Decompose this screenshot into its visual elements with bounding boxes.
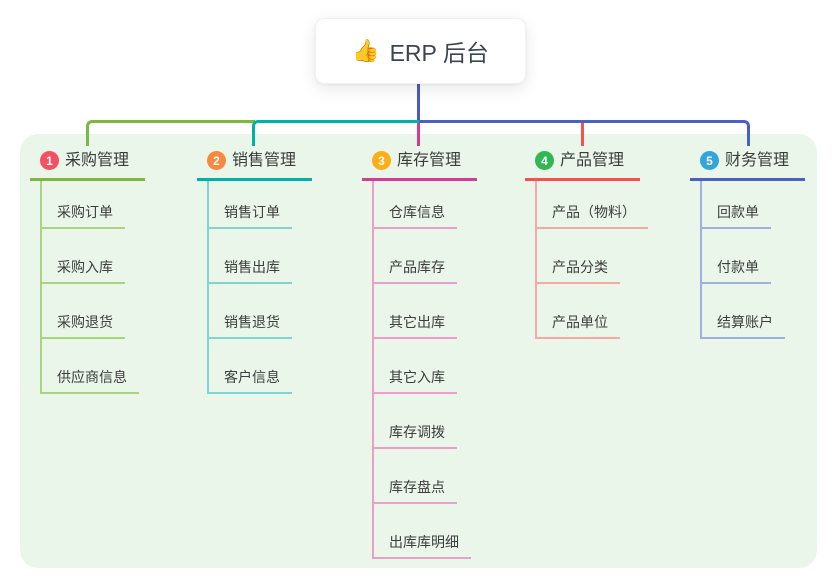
child-node[interactable]: 付款单 — [702, 229, 805, 284]
branch-number-badge: 2 — [207, 151, 226, 170]
branches-backdrop — [20, 134, 817, 568]
child-node-label[interactable]: 产品分类 — [537, 259, 620, 284]
branch-title: 采购管理 — [65, 152, 130, 169]
child-node[interactable]: 销售订单 — [209, 181, 312, 229]
child-node[interactable]: 产品（物料） — [537, 181, 648, 229]
child-node-label[interactable]: 付款单 — [702, 259, 771, 284]
branch-purchase: 1 采购管理 采购订单采购入库采购退货供应商信息 — [30, 146, 146, 394]
child-node-label[interactable]: 采购退货 — [42, 314, 125, 339]
child-node-label[interactable]: 结算账户 — [702, 314, 785, 339]
child-node[interactable]: 库存盘点 — [374, 449, 477, 504]
child-node[interactable]: 采购入库 — [42, 229, 145, 284]
child-node-label[interactable]: 销售出库 — [209, 259, 292, 284]
branch-inventory: 3 库存管理 仓库信息产品库存其它出库其它入库库存调拨库存盘点出库库明细 — [362, 146, 478, 559]
branch-header[interactable]: 4 产品管理 — [525, 146, 641, 181]
branch-children: 产品（物料） 产品分类产品单位 — [535, 181, 648, 339]
child-node-label[interactable]: 采购入库 — [42, 259, 125, 284]
child-node[interactable]: 客户信息 — [209, 339, 312, 394]
child-node[interactable]: 其它入库 — [374, 339, 477, 394]
child-node-label[interactable]: 回款单 — [702, 204, 771, 229]
branch-header[interactable]: 3 库存管理 — [362, 146, 478, 181]
connector-trunk — [417, 82, 420, 123]
branch-children: 仓库信息产品库存其它出库其它入库库存调拨库存盘点出库库明细 — [372, 181, 477, 559]
child-node[interactable]: 销售退货 — [209, 284, 312, 339]
connector-branch-purchase — [86, 120, 255, 146]
connector-branch-product — [581, 123, 584, 146]
child-node[interactable]: 产品单位 — [537, 284, 648, 339]
child-node[interactable]: 仓库信息 — [374, 181, 477, 229]
child-node-label[interactable]: 销售退货 — [209, 314, 292, 339]
branch-number-badge: 3 — [372, 151, 391, 170]
child-node[interactable]: 回款单 — [702, 181, 805, 229]
branch-children: 销售订单销售出库销售退货客户信息 — [207, 181, 312, 394]
branch-header[interactable]: 2 销售管理 — [197, 146, 313, 181]
branch-title: 库存管理 — [397, 152, 462, 169]
child-node[interactable]: 产品分类 — [537, 229, 648, 284]
connector-branch-sales — [252, 120, 420, 146]
connector-branch-inventory — [417, 123, 420, 146]
child-node-label[interactable]: 采购订单 — [42, 204, 125, 229]
child-node[interactable]: 采购订单 — [42, 181, 145, 229]
child-node-label[interactable]: 销售订单 — [209, 204, 292, 229]
child-node[interactable]: 产品库存 — [374, 229, 477, 284]
child-node[interactable]: 其它出库 — [374, 284, 477, 339]
branch-product: 4 产品管理 产品（物料） 产品分类产品单位 — [525, 146, 648, 339]
root-title: ERP 后台 — [389, 40, 489, 66]
child-node-label[interactable]: 库存盘点 — [374, 479, 457, 504]
child-node[interactable]: 采购退货 — [42, 284, 145, 339]
child-node-label[interactable]: 仓库信息 — [374, 204, 457, 229]
thumbs-up-icon: 👍 — [352, 38, 380, 63]
child-node[interactable]: 销售出库 — [209, 229, 312, 284]
branch-header[interactable]: 1 采购管理 — [30, 146, 146, 181]
branch-number-badge: 4 — [535, 151, 554, 170]
branch-header[interactable]: 5 财务管理 — [690, 146, 806, 181]
branch-finance: 5 财务管理 回款单付款单结算账户 — [690, 146, 806, 339]
child-node-label[interactable]: 产品单位 — [537, 314, 620, 339]
child-node-label[interactable]: 产品库存 — [374, 259, 457, 284]
branch-children: 回款单付款单结算账户 — [700, 181, 805, 339]
child-node[interactable]: 库存调拨 — [374, 394, 477, 449]
root-node[interactable]: 👍 ERP 后台 — [315, 18, 526, 84]
child-node-label[interactable]: 其它入库 — [374, 369, 457, 394]
branch-title: 产品管理 — [560, 152, 625, 169]
child-node-label[interactable]: 其它出库 — [374, 314, 457, 339]
child-node-label[interactable]: 客户信息 — [209, 369, 292, 394]
child-node[interactable]: 结算账户 — [702, 284, 805, 339]
connector-branch-finance — [419, 120, 750, 146]
branch-title: 财务管理 — [725, 152, 790, 169]
child-node-label[interactable]: 产品（物料） — [537, 204, 648, 229]
branch-number-badge: 1 — [40, 151, 59, 170]
branch-children: 采购订单采购入库采购退货供应商信息 — [40, 181, 145, 394]
branch-title: 销售管理 — [232, 152, 297, 169]
child-node-label[interactable]: 库存调拨 — [374, 424, 457, 449]
branch-sales: 2 销售管理 销售订单销售出库销售退货客户信息 — [197, 146, 313, 394]
child-node[interactable]: 供应商信息 — [42, 339, 145, 394]
child-node-label[interactable]: 供应商信息 — [42, 369, 139, 394]
child-node-label[interactable]: 出库库明细 — [374, 534, 471, 559]
branch-number-badge: 5 — [700, 151, 719, 170]
child-node[interactable]: 出库库明细 — [374, 504, 477, 559]
